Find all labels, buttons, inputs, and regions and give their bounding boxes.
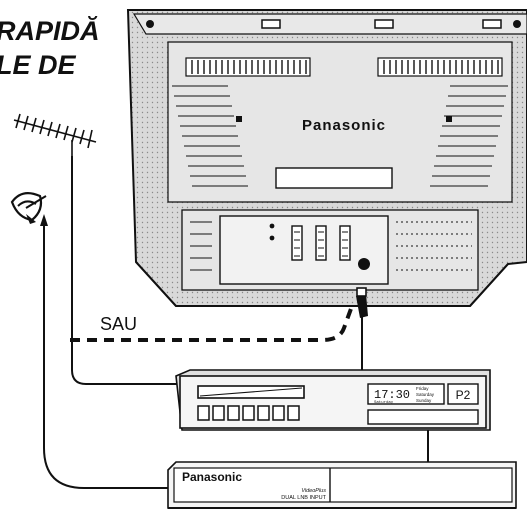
alternative-dashed-cable: [70, 305, 354, 342]
lower-vents: [190, 221, 472, 271]
receiver-model-line-1: VideoPlus: [301, 488, 326, 494]
tv-socket-panel: [219, 215, 389, 285]
arrow-up-icon: [40, 214, 48, 226]
vcr-day-line: Saturday: [416, 392, 435, 397]
vcr-program-number: P2: [456, 388, 471, 402]
tv-brand-logo: Panasonic: [302, 117, 386, 134]
screw-icon: [146, 20, 154, 28]
tv-label-window: [275, 167, 393, 189]
aerial-cable: [71, 156, 180, 385]
heading-line-2: LE DE: [0, 50, 76, 80]
top-vent-right: [377, 57, 503, 77]
screw-icon: [236, 116, 242, 122]
vcr-clock-sub: Saturday: [374, 400, 394, 405]
receiver-brand-logo: Panasonic: [182, 470, 242, 484]
heading-line-1: RAPIDĂ: [0, 16, 100, 46]
vcr-button-row: [197, 405, 300, 421]
satellite-receiver: Panasonic VideoPlus DUAL LNB INPUT: [167, 461, 517, 509]
satellite-cable: [43, 226, 168, 489]
rf-plug-icon: [356, 287, 368, 318]
tv-rear-panel: Panasonic: [126, 9, 527, 307]
page-heading: RAPIDĂ LE DE: [0, 14, 100, 82]
vcr-unit: 17:30 Saturday Friday Saturday Sunday P2: [175, 369, 491, 431]
vcr-day-line: Friday: [416, 386, 429, 391]
scart-socket-3: [339, 225, 351, 261]
receiver-model-line-2: DUAL LNB INPUT: [281, 495, 326, 501]
yagi-antenna-icon: [13, 113, 97, 156]
screw-icon: [513, 20, 521, 28]
tv-brand-plate: [258, 112, 430, 136]
top-vent-left: [185, 57, 311, 77]
scart-socket-2: [315, 225, 327, 261]
vcr-display: [367, 383, 445, 405]
rf-aerial-socket: [358, 258, 370, 270]
vcr-program-display: [447, 383, 479, 405]
vcr-clock-time: 17:30: [374, 388, 410, 402]
alt-connection-label: SAU: [100, 314, 137, 334]
screw-icon: [446, 116, 452, 122]
scart-socket-1: [291, 225, 303, 261]
latch-icon: [261, 19, 281, 29]
satellite-dish-icon: [10, 191, 48, 226]
latch-icon: [482, 19, 502, 29]
cables: [43, 156, 429, 489]
vcr-flap: [367, 409, 479, 425]
vcr-day-line: Sunday: [416, 398, 432, 403]
latch-icon: [374, 19, 394, 29]
tv-top-rim: [132, 13, 527, 35]
